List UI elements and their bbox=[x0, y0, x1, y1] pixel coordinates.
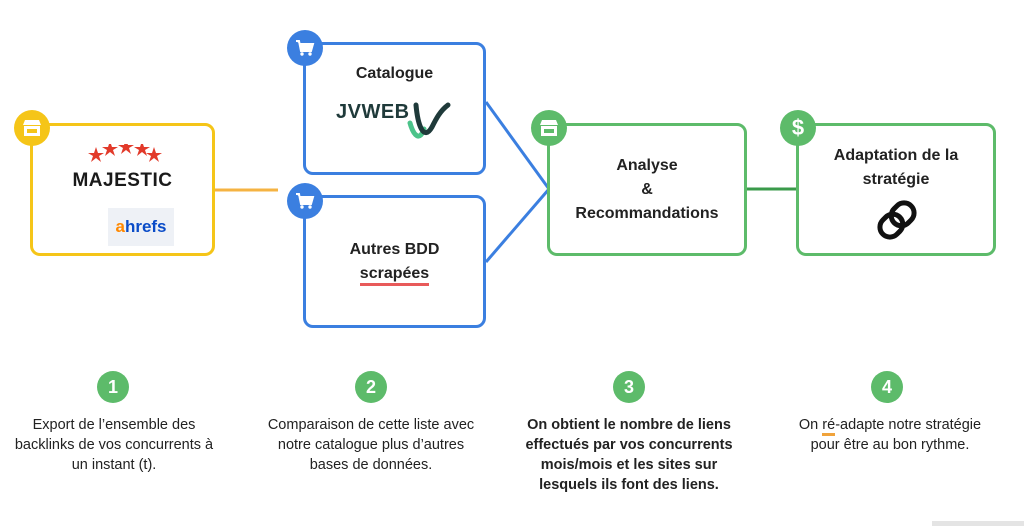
adaptation-title-line1: Adaptation de la bbox=[833, 147, 959, 164]
ahrefs-logo-a: a bbox=[115, 217, 125, 236]
step-3-line: mois/mois et les sites sur bbox=[540, 457, 718, 473]
autres-bdd-title-line1: Autres BDD bbox=[349, 241, 440, 258]
analyse-box: Analyse & Recommandations bbox=[547, 123, 747, 256]
step-description-2: Comparaison de cette liste avec notre ca… bbox=[256, 415, 486, 475]
catalogue-title: Catalogue bbox=[355, 65, 434, 82]
majestic-logo-text: MAJESTIC bbox=[72, 170, 173, 191]
step-number-3: 3 bbox=[613, 371, 645, 403]
step-4-highlight: ré bbox=[822, 417, 836, 436]
step-number-4: 4 bbox=[871, 371, 903, 403]
step-1-line: backlinks de vos concurrents à bbox=[14, 437, 214, 453]
step-2-line: Comparaison de cette liste avec bbox=[267, 417, 475, 433]
step-number-1: 1 bbox=[97, 371, 129, 403]
step-4-text: On bbox=[798, 417, 823, 433]
majestic-stars-icon bbox=[88, 144, 162, 162]
step-1-line: Export de l’ensemble des bbox=[32, 417, 196, 433]
store-icon bbox=[531, 110, 567, 146]
connector-autres-to-analyse bbox=[484, 188, 551, 263]
autres-bdd-title-line2: scrapées bbox=[306, 262, 483, 286]
step-description-3: On obtient le nombre de liens effectués … bbox=[509, 415, 749, 495]
majestic-logo: MAJESTIC bbox=[33, 144, 212, 192]
step-4-text: -adapte notre stratégie bbox=[835, 417, 982, 433]
step-2-line: notre catalogue plus d’autres bbox=[277, 437, 465, 453]
cart-icon bbox=[287, 30, 323, 66]
step-description-4: On ré-adapte notre stratégie pour être a… bbox=[778, 415, 1002, 455]
step-4-line1: On ré-adapte notre stratégie bbox=[778, 415, 1002, 436]
dollar-icon: $ bbox=[780, 110, 816, 146]
jvweb-logo-text: JVWEB bbox=[336, 101, 410, 123]
connector-catalogue-to-analyse bbox=[484, 101, 551, 190]
adaptation-title-line2: stratégie bbox=[862, 171, 930, 188]
store-icon bbox=[14, 110, 50, 146]
autres-bdd-box: Autres BDD scrapées bbox=[303, 195, 486, 328]
step-2-line: bases de données. bbox=[309, 457, 433, 473]
autres-bdd-title-scrapees: scrapées bbox=[359, 265, 430, 286]
chain-link-icon bbox=[877, 200, 917, 240]
analyse-title-line1: Analyse bbox=[616, 157, 678, 174]
cart-icon bbox=[287, 183, 323, 219]
step-3-line: effectués par vos concurrents bbox=[525, 437, 733, 453]
catalogue-box: Catalogue JVWEB bbox=[303, 42, 486, 175]
analyse-title-line2: & bbox=[641, 181, 653, 198]
step-3-line: On obtient le nombre de liens bbox=[527, 417, 731, 433]
step-4-line2: pour être au bon rythme. bbox=[810, 437, 970, 453]
step-1-line: un instant (t). bbox=[71, 457, 157, 473]
step-number-2: 2 bbox=[355, 371, 387, 403]
ahrefs-logo-rest: hrefs bbox=[124, 217, 167, 236]
analyse-title-line3: Recommandations bbox=[575, 205, 719, 222]
step-description-1: Export de l’ensemble des backlinks de vo… bbox=[0, 415, 228, 475]
adaptation-box: Adaptation de la stratégie bbox=[796, 123, 996, 256]
step-3-line: lesquels ils font des liens. bbox=[539, 477, 719, 493]
footer-bar bbox=[932, 521, 1024, 526]
jvweb-logo-mark bbox=[407, 102, 451, 139]
